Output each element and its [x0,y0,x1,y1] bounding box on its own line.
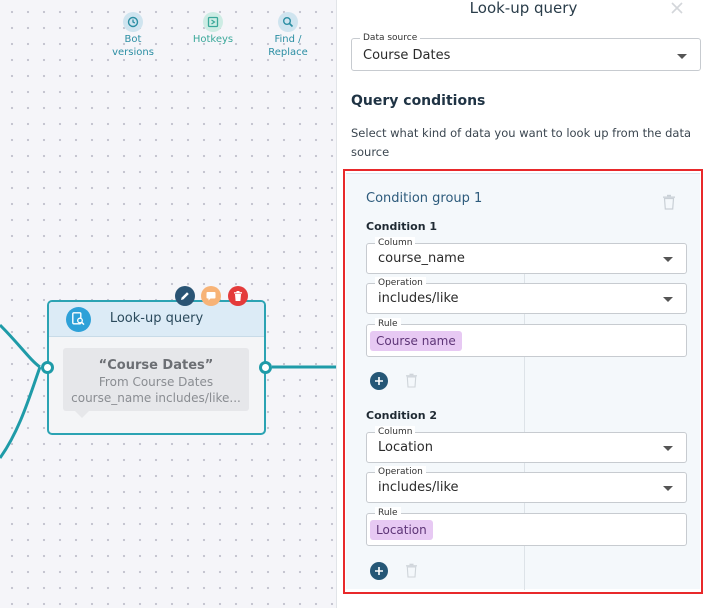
delete-node-button[interactable] [228,286,248,306]
incoming-connection [0,323,41,369]
add-condition-button[interactable] [370,562,388,580]
rule-label: Rule [375,318,401,330]
section-description: Select what kind of data you want to loo… [351,126,692,159]
delete-condition-trash-icon[interactable] [405,373,418,388]
delete-condition-trash-icon[interactable] [405,563,418,578]
node-condition-line: course_name includes/like... [71,391,241,405]
edit-node-button[interactable] [175,286,195,306]
operation-label: Operation [375,277,426,289]
node-summary: “Course Dates” From Course Dates course_… [63,348,249,418]
comment-icon [206,292,216,301]
operation-value: includes/like [378,480,459,495]
pencil-icon [181,292,189,300]
column-value: Location [378,440,433,455]
hotkeys-button[interactable]: Hotkeys [183,12,243,46]
find-replace-button[interactable]: Find / Replace [258,12,318,59]
close-icon[interactable] [670,1,684,15]
add-condition-button[interactable] [370,372,388,390]
data-source-label: Data source [360,32,421,44]
rule-variable-chip[interactable]: Course name [370,331,462,351]
hotkeys-icon [203,12,223,32]
node-source-line: From Course Dates [98,375,214,389]
chevron-down-icon [677,54,687,59]
rule-variable-chip[interactable]: Location [370,520,433,540]
condition-1-rule-input[interactable]: Rule Course name [366,318,687,357]
chevron-down-icon [663,446,673,451]
condition-2-column-select[interactable]: Column Location [366,426,687,463]
condition-group-title: Condition group 1 [366,191,483,206]
operation-value: includes/like [378,291,459,306]
delete-group-trash-icon[interactable] [662,194,676,210]
comment-node-button[interactable] [201,286,221,306]
section-heading: Query conditions [351,93,486,109]
chevron-down-icon [663,486,673,491]
bot-versions-label-1: Bot [124,34,142,45]
input-port[interactable] [41,361,54,374]
divider [524,269,525,590]
chevron-down-icon [663,297,673,302]
hotkeys-label: Hotkeys [192,34,234,45]
find-replace-icon [278,12,298,32]
condition-1-operation-select[interactable]: Operation includes/like [366,277,687,314]
bot-versions-icon [123,12,143,32]
incoming-connection [0,366,42,459]
data-source-select[interactable]: Data source Course Dates [351,32,701,71]
column-value: course_name [378,251,465,266]
output-port[interactable] [259,361,272,374]
lookup-query-panel: Look-up query Data source Course Dates Q… [336,0,710,608]
condition-heading: Condition 1 [366,220,438,233]
rule-label: Rule [375,507,401,519]
node-query-name: “Course Dates” [98,358,214,373]
bot-versions-label-2: versions [112,47,154,58]
condition-2-operation-select[interactable]: Operation includes/like [366,466,687,503]
plus-icon [375,377,383,385]
condition-2-rule-input[interactable]: Rule Location [366,507,687,546]
node-title: Look-up query [109,311,204,326]
operation-label: Operation [375,466,426,478]
column-label: Column [375,237,416,249]
flow-canvas[interactable]: Bot versions Hotkeys Find / Replace Look… [0,0,336,608]
condition-group: Condition group 1 Condition 1 Column cou… [346,173,700,590]
chevron-down-icon [663,257,673,262]
trash-icon [234,291,242,301]
plus-icon [375,567,383,575]
condition-heading: Condition 2 [366,409,438,422]
condition-1-column-select[interactable]: Column course_name [366,237,687,274]
bot-versions-button[interactable]: Bot versions [103,12,163,59]
panel-title: Look-up query [469,0,578,17]
lookup-query-icon [66,307,91,332]
find-replace-label-2: Replace [268,47,308,58]
lookup-query-node[interactable]: Look-up query “Course Dates” From Course… [41,300,272,435]
find-replace-label-1: Find / [274,34,302,45]
node-header: Look-up query [49,302,264,337]
flow-connections [0,323,336,459]
column-label: Column [375,426,416,438]
data-source-value: Course Dates [363,48,451,63]
